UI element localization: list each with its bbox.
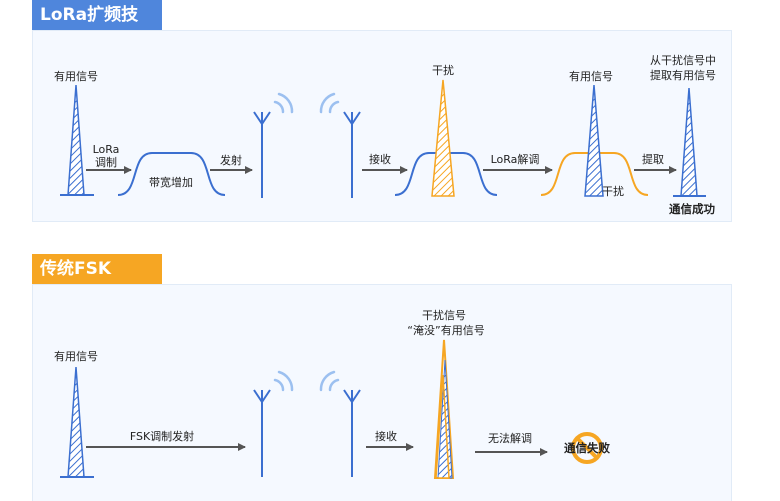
lora-panel [32,30,732,222]
lora-receive-label: 接收 [369,152,391,166]
lora-tx-antenna-icon [253,111,271,198]
fsk-panel [32,284,732,501]
lora-modulation-label-1: LoRa [93,143,120,156]
lora-spread-spectrum-curve [117,152,226,196]
fsk-interference-spike [433,339,455,479]
fsk-tx-radio-wave-icon [273,370,294,392]
lora-transmit-label: 发射 [220,153,242,167]
fsk-useful-signal-spike [60,366,94,478]
lora-extract-label: 提取 [642,153,664,166]
lora-interference-label: 干扰 [432,63,454,77]
lora-useful-signal-spike [60,84,94,196]
lora-useful-signal-label: 有用信号 [54,69,98,83]
fsk-section-title: 传统FSK [32,254,162,284]
fsk-tx-antenna-icon [253,389,271,477]
lora-demodulation-label: LoRa解调 [491,152,540,166]
lora-rx-antenna-icon [343,111,361,198]
lora-useful-signal-after-label: 有用信号 [569,69,613,83]
lora-rx-radio-wave-icon [319,92,340,114]
fsk-prohibited-icon [571,432,603,464]
fsk-cannot-demodulate-label: 无法解调 [488,431,532,445]
lora-success-label: 通信成功 [669,202,715,216]
fsk-interference-label-1: 干扰信号 [422,308,466,322]
fsk-receive-label: 接收 [375,429,397,443]
lora-interference-residual-label: 干扰 [602,184,624,198]
fsk-interference-label-2: “淹没”有用信号 [407,323,484,337]
fsk-failure-label: 通信失败 [564,441,610,455]
lora-interference-spike [431,79,455,197]
lora-tx-radio-wave-icon [273,92,294,114]
lora-modulation-label-2: 调制 [95,156,117,169]
lora-recovered-signal-spike [584,84,604,197]
lora-extract-caption-2: 提取有用信号 [650,68,716,82]
fsk-modulate-transmit-label: FSK调制发射 [130,429,194,443]
lora-extract-caption-1: 从干扰信号中 [650,53,716,67]
fsk-rx-antenna-icon [343,389,361,477]
fsk-rx-radio-wave-icon [319,370,340,392]
lora-extracted-signal-spike [673,87,706,197]
lora-bandwidth-label: 带宽增加 [149,175,193,189]
fsk-useful-signal-label: 有用信号 [54,349,98,363]
